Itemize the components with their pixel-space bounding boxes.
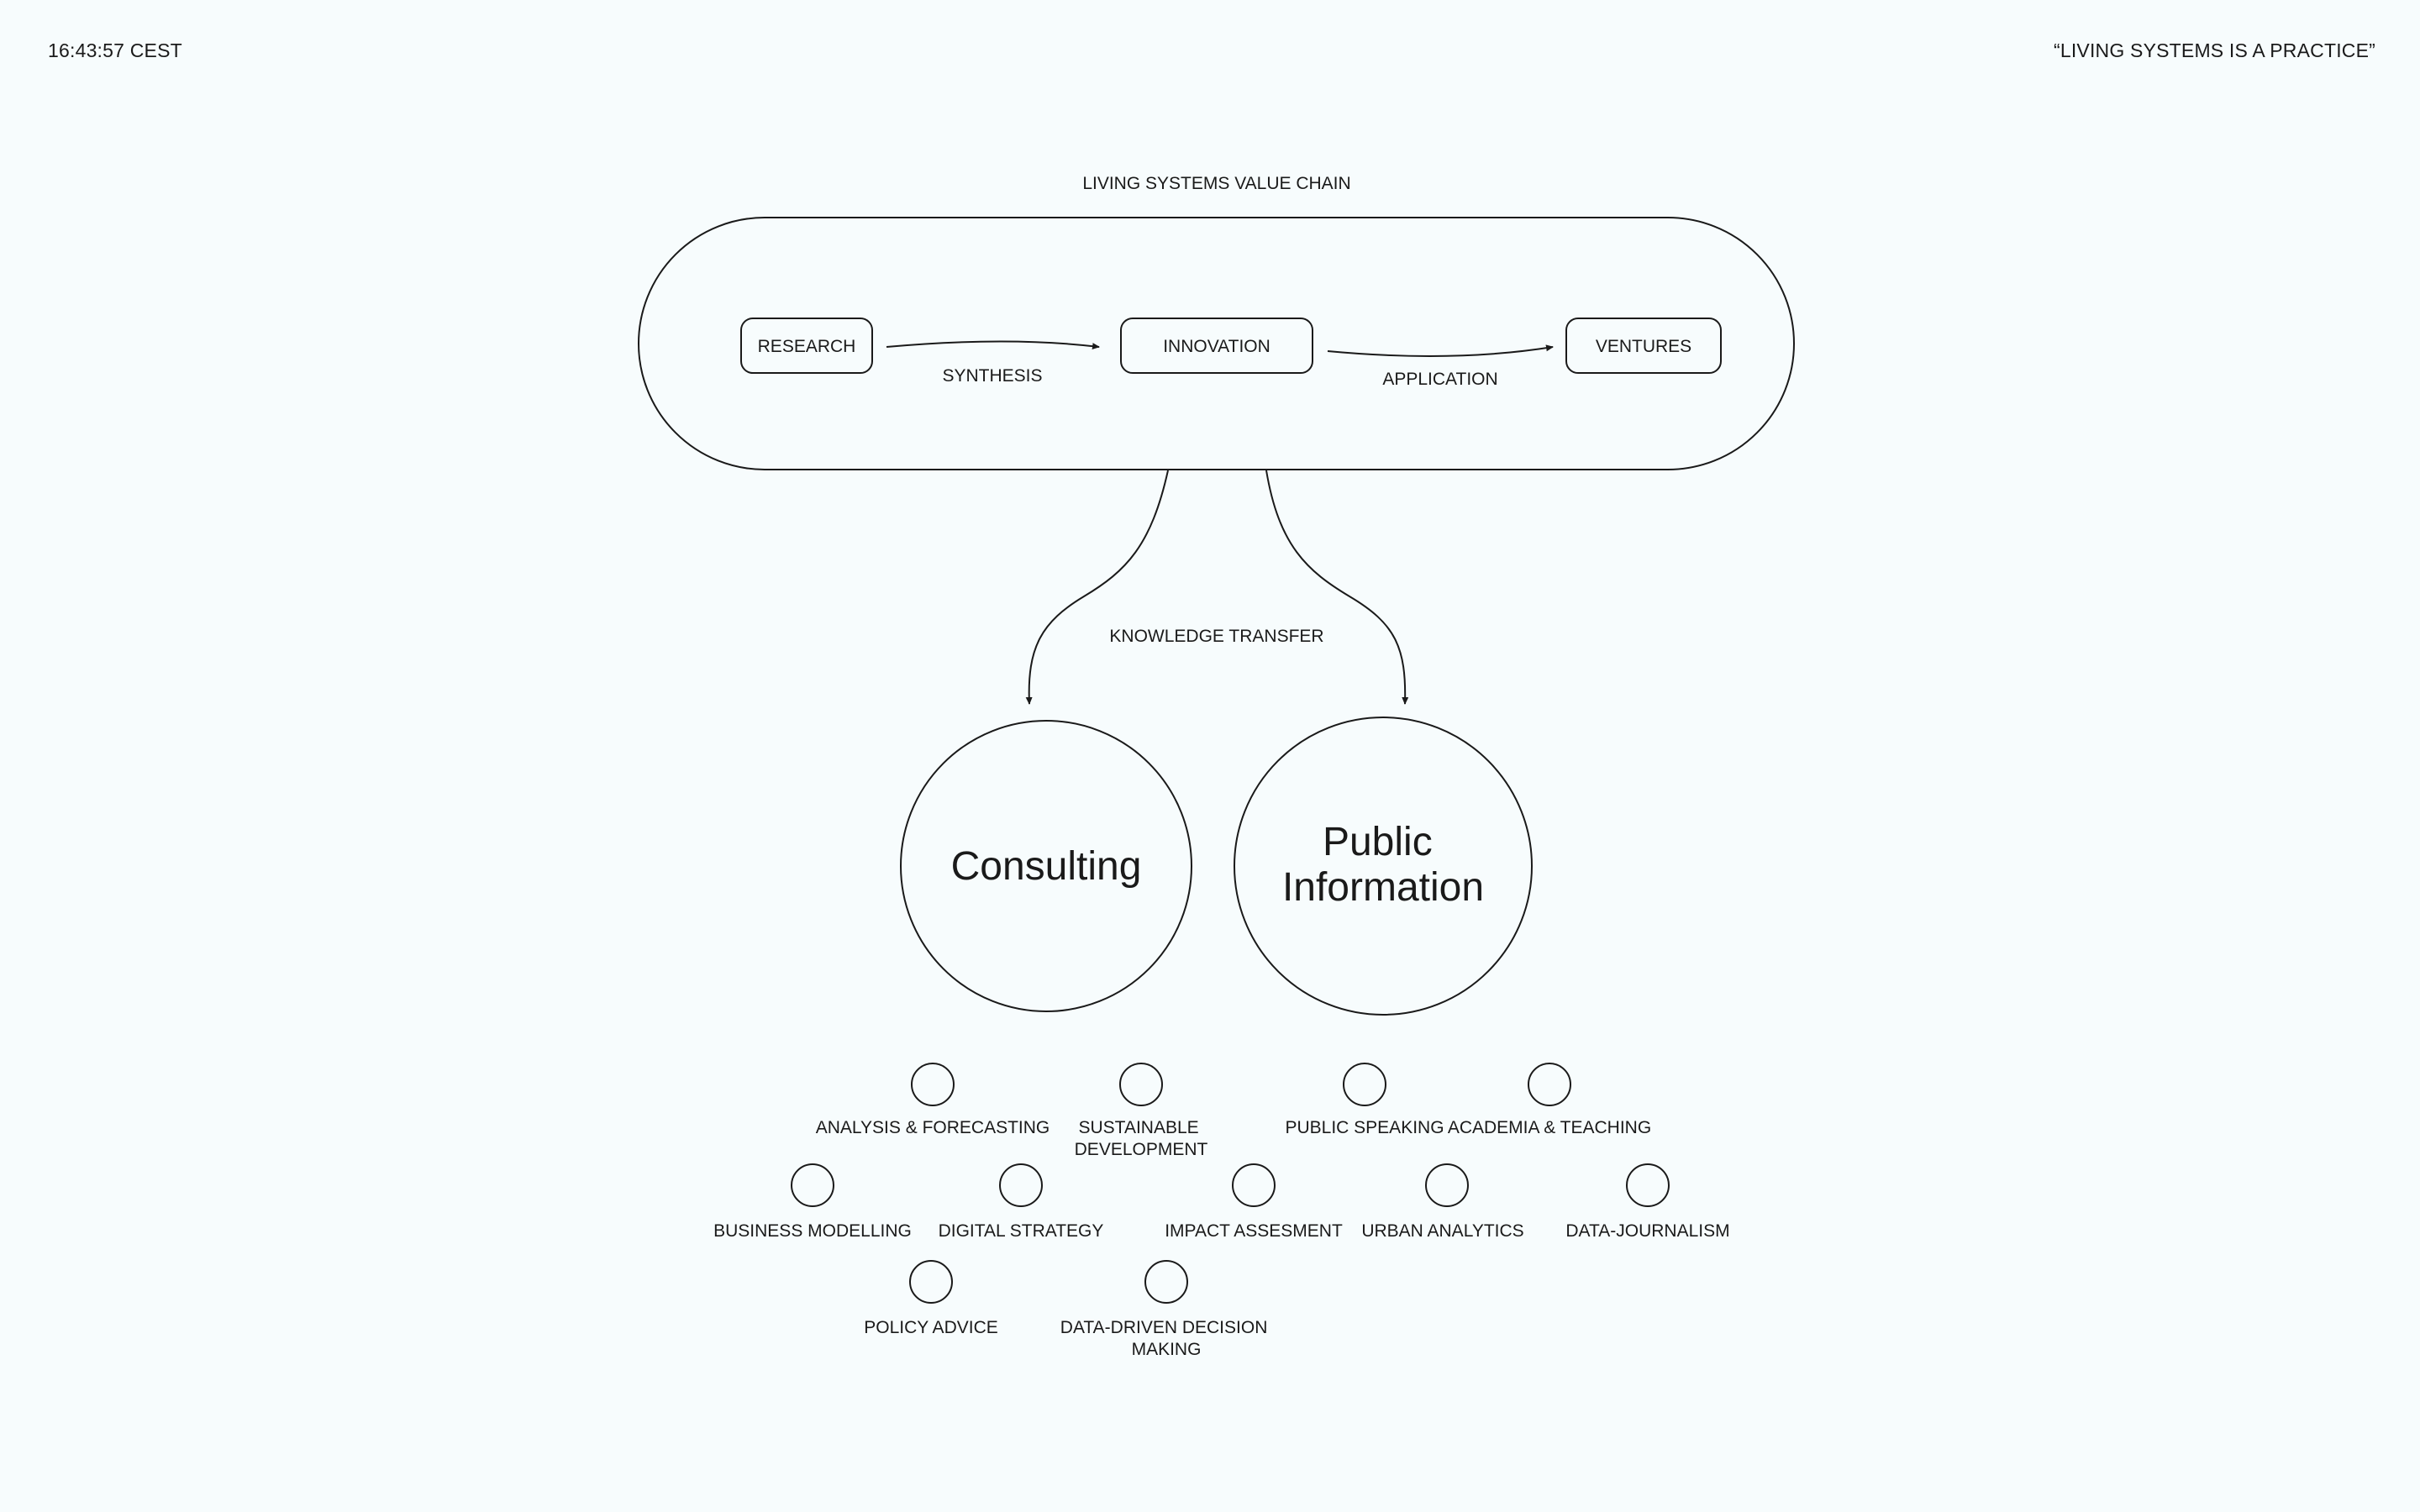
service-impact-assesment: IMPACT ASSESMENT <box>1165 1163 1343 1241</box>
service-label-line: DATA-JOURNALISM <box>1565 1221 1729 1241</box>
transfer-arrow-consulting <box>1025 470 1169 705</box>
domain-public-information: Public Information <box>1234 717 1533 1016</box>
domain-public-information-line-1: Public <box>1323 820 1433 864</box>
service-public-speaking: PUBLIC SPEAKING <box>1285 1063 1444 1137</box>
node-research: RESEARCH <box>740 318 873 374</box>
domain-public-information-label: Public Information <box>1282 820 1484 910</box>
value-chain-capsule <box>638 217 1795 470</box>
service-label-line: BUSINESS MODELLING <box>713 1221 912 1241</box>
synthesis-label: SYNTHESIS <box>942 366 1042 386</box>
service-label-line: MAKING <box>1132 1340 1202 1359</box>
value-chain-title: LIVING SYSTEMS VALUE CHAIN <box>1082 174 1350 193</box>
service-label: SUSTAINABLE DEVELOPMENT <box>1075 1118 1208 1159</box>
service-label: BUSINESS MODELLING <box>713 1221 912 1241</box>
header-quote: “LIVING SYSTEMS IS A PRACTICE” <box>2053 39 2375 61</box>
node-ventures: VENTURES <box>1565 318 1722 374</box>
service-marker <box>909 1260 953 1304</box>
service-label-line: DIGITAL STRATEGY <box>939 1221 1104 1241</box>
service-label-line: ANALYSIS & FORECASTING <box>816 1118 1050 1137</box>
service-label: URBAN ANALYTICS <box>1361 1221 1523 1241</box>
service-business-modelling: BUSINESS MODELLING <box>713 1163 912 1241</box>
service-academia-teaching: ACADEMIA & TEACHING <box>1448 1063 1651 1137</box>
service-label: DATA-DRIVEN DECISION MAKING <box>1060 1318 1272 1359</box>
service-label-line: DATA-DRIVEN DECISION <box>1060 1318 1268 1337</box>
service-marker <box>999 1163 1043 1207</box>
service-data-driven-decision-making: DATA-DRIVEN DECISION MAKING <box>1060 1260 1272 1359</box>
service-label-line: POLICY ADVICE <box>864 1318 998 1337</box>
domain-consulting-label: Consulting <box>951 844 1142 889</box>
service-label: ANALYSIS & FORECASTING <box>816 1118 1050 1137</box>
service-digital-strategy: DIGITAL STRATEGY <box>939 1163 1104 1241</box>
knowledge-transfer-label: KNOWLEDGE TRANSFER <box>1109 627 1323 646</box>
service-marker <box>1343 1063 1386 1106</box>
transfer-arrow-public-information <box>1265 470 1409 705</box>
node-research-label: RESEARCH <box>758 337 856 356</box>
service-marker <box>1528 1063 1571 1106</box>
service-label-line: URBAN ANALYTICS <box>1361 1221 1523 1241</box>
service-label: POLICY ADVICE <box>864 1318 998 1337</box>
service-label: PUBLIC SPEAKING <box>1285 1118 1444 1137</box>
service-label-line: IMPACT ASSESMENT <box>1165 1221 1343 1241</box>
service-marker <box>1232 1163 1276 1207</box>
node-innovation-label: INNOVATION <box>1163 337 1270 356</box>
service-label: DATA-JOURNALISM <box>1565 1221 1729 1241</box>
service-label: DIGITAL STRATEGY <box>939 1221 1104 1241</box>
service-marker <box>1119 1063 1163 1106</box>
service-marker <box>911 1063 955 1106</box>
service-label: IMPACT ASSESMENT <box>1165 1221 1343 1241</box>
service-label-line: PUBLIC SPEAKING <box>1285 1118 1444 1137</box>
service-urban-analytics: URBAN ANALYTICS <box>1361 1163 1524 1241</box>
service-analysis-forecasting: ANALYSIS & FORECASTING <box>816 1063 1050 1137</box>
node-ventures-label: VENTURES <box>1596 337 1691 356</box>
service-label-line: ACADEMIA & TEACHING <box>1448 1118 1651 1137</box>
service-data-journalism: DATA-JOURNALISM <box>1565 1163 1730 1241</box>
node-innovation: INNOVATION <box>1120 318 1313 374</box>
domain-consulting: Consulting <box>900 720 1192 1012</box>
application-label: APPLICATION <box>1382 370 1497 389</box>
service-policy-advice: POLICY ADVICE <box>864 1260 998 1337</box>
service-marker <box>1425 1163 1469 1207</box>
service-marker <box>1626 1163 1670 1207</box>
service-label-line: DEVELOPMENT <box>1075 1140 1208 1159</box>
service-label: ACADEMIA & TEACHING <box>1448 1118 1651 1137</box>
service-sustainable-development: SUSTAINABLE DEVELOPMENT <box>1075 1063 1208 1159</box>
application-arrow <box>1327 344 1554 357</box>
synthesis-arrow <box>886 340 1100 350</box>
clock-time: 16:43:57 CEST <box>48 39 182 61</box>
service-label-line: SUSTAINABLE <box>1079 1118 1199 1137</box>
domain-public-information-line-2: Information <box>1282 865 1484 910</box>
service-marker <box>1144 1260 1188 1304</box>
service-marker <box>791 1163 834 1207</box>
